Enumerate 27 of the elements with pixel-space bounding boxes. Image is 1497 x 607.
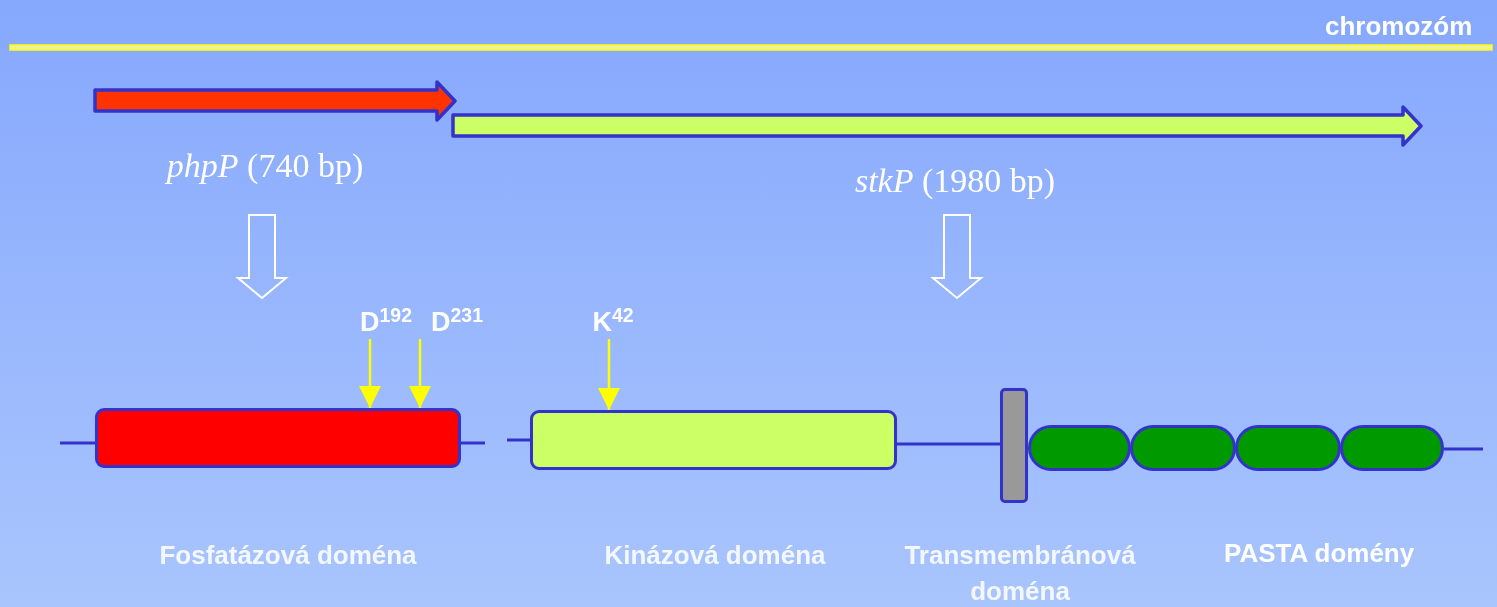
site-arrow — [359, 339, 381, 408]
pasta-domain — [1130, 425, 1236, 471]
backbone-line — [1444, 447, 1483, 451]
gene-label: stkP (1980 bp) — [854, 161, 1056, 201]
domain-box — [95, 408, 461, 468]
residue-label: D$^{231}$ — [422, 305, 492, 339]
pasta-domain — [1235, 425, 1341, 471]
backbone-line — [897, 442, 1000, 446]
chromosome-label: chromozóm — [1325, 10, 1473, 42]
site-arrow — [409, 339, 431, 408]
domain-caption: PASTA domény — [1224, 537, 1415, 569]
hollow-arrow — [930, 214, 984, 300]
domain-caption: Fosfatázová doména — [158, 539, 418, 572]
pasta-domain — [1028, 425, 1131, 471]
gene-label: phpP (740 bp) — [166, 146, 364, 186]
site-arrow — [598, 339, 620, 410]
backbone-line — [461, 441, 485, 445]
residue-label: K$^{42}$ — [583, 305, 643, 339]
backbone-line — [60, 441, 95, 445]
domain-box — [530, 410, 897, 470]
hollow-arrow — [235, 214, 289, 300]
domain-caption: Transmembránová doména — [903, 539, 1137, 607]
backbone-line — [507, 438, 530, 442]
residue-label: D$^{192}$ — [350, 305, 422, 339]
domain-caption: Kinázová doména — [603, 539, 827, 572]
pasta-domain — [1340, 425, 1444, 471]
membrane-bar — [1000, 388, 1028, 503]
